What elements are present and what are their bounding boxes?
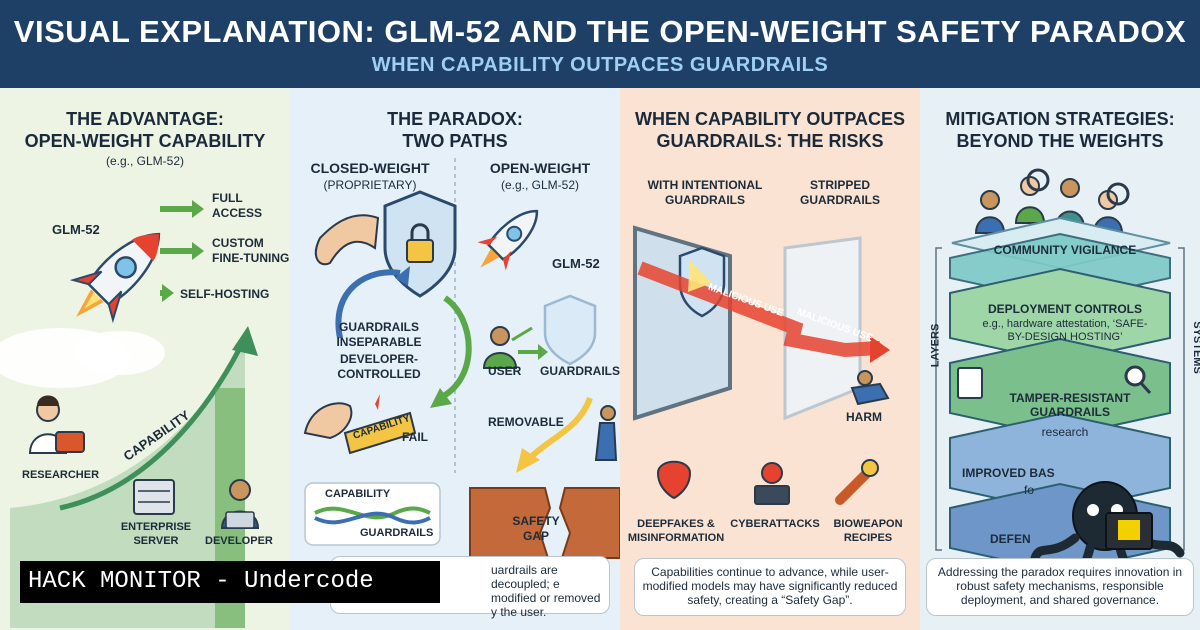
- page-subtitle: WHEN CAPABILITY OUTPACES GUARDRAILS: [371, 54, 829, 76]
- layer-baseline-sub: fo: [1024, 483, 1035, 497]
- octopus-mascot-icon: [1030, 481, 1185, 598]
- biohazard-icon: [835, 459, 879, 505]
- knot-capability-label: CAPABILITY: [325, 488, 391, 500]
- safety-gap-label: SAFETY GAP: [512, 514, 560, 543]
- shield-lock-icon: [383, 190, 457, 298]
- layer-deployment-sub: e.g., hardware attestation, ‘SAFE-BY-DES…: [982, 318, 1148, 343]
- paradox-heading-2: TWO PATHS: [402, 131, 508, 151]
- intentional-guardrails-label: WITH INTENTIONAL GUARDRAILS: [647, 178, 763, 207]
- open-weight-sub: (e.g., GLM-52): [500, 178, 580, 192]
- mitigation-illustration: [935, 168, 1185, 598]
- risks-illustration: [633, 225, 890, 505]
- benefit-fine-tuning: CUSTOM FINE-TUNING: [212, 236, 290, 265]
- fail-label: FAIL: [402, 430, 428, 444]
- advantage-heading-1: THE ADVANTAGE:: [66, 109, 224, 129]
- benefit-full-access: FULL ACCESS: [212, 191, 263, 220]
- falling-person-icon: [850, 370, 890, 406]
- layer-deployment-title: DEPLOYMENT CONTROLS: [987, 302, 1142, 316]
- guardrails-label: GUARDRAILS: [540, 364, 620, 378]
- layer-defense: DEFEN: [990, 532, 1031, 546]
- risk-deepfakes: DEEPFAKES & MISINFORMATION: [627, 518, 725, 544]
- systems-side-label: SYSTEMS: [1190, 321, 1200, 374]
- benefit-self-hosting: SELF-HOSTING: [180, 287, 270, 301]
- knot-icon: [304, 482, 441, 546]
- risk-bioweapon: BIOWEAPON RECIPES: [833, 518, 903, 544]
- faded-shield-icon: [543, 294, 597, 366]
- advantage-example: (e.g., GLM-52): [105, 154, 185, 168]
- benefit-arrows: [160, 200, 204, 302]
- paradox-illustration: [303, 158, 620, 559]
- developer-icon: [220, 479, 260, 529]
- developer-label: DEVELOPER: [205, 535, 273, 547]
- user-icon: [482, 326, 518, 369]
- removable-label: REMOVABLE: [488, 415, 564, 429]
- panel-advantage: THE ADVANTAGE: OPEN-WEIGHT CAPABILITY (e…: [0, 88, 290, 630]
- researcher-icon: [28, 395, 85, 454]
- hacker-icon: [754, 462, 790, 505]
- mitigation-heading-1: MITIGATION STRATEGIES:: [945, 109, 1175, 129]
- panel-paradox: THE PARADOX: TWO PATHS CLOSED-WEIGHT (PR…: [290, 88, 620, 630]
- layers-side-label: LAYERS: [929, 323, 942, 368]
- document-icon: [957, 367, 983, 399]
- layer-community-vigilance: COMMUNITY VIGILANCE: [993, 243, 1137, 257]
- user-label: USER: [488, 364, 522, 378]
- stripped-guardrails-label: STRIPPED GUARDRAILS: [800, 178, 880, 207]
- knot-guardrails-label: GUARDRAILS: [360, 527, 434, 539]
- developer-controlled: DEVELOPER- CONTROLLED: [337, 352, 421, 381]
- advantage-heading-2: OPEN-WEIGHT CAPABILITY: [24, 131, 266, 151]
- open-weight-title: OPEN-WEIGHT: [489, 160, 591, 176]
- header-banner: VISUAL EXPLANATION: GLM-52 AND THE OPEN-…: [0, 0, 1200, 88]
- layer-tamper-title: TAMPER-RESISTANT GUARDRAILS: [1009, 391, 1131, 419]
- closed-weight-title: CLOSED-WEIGHT: [310, 160, 430, 176]
- magnifier-icon: [1124, 365, 1152, 395]
- layer-tamper-sub: research: [1041, 425, 1089, 439]
- rocket-label: GLM-52: [52, 222, 100, 237]
- risks-note: Capabilities continue to advance, while …: [634, 558, 906, 616]
- risks-heading-2: GUARDRAILS: THE RISKS: [656, 131, 884, 151]
- panel-risks: WHEN CAPABILITY OUTPACES GUARDRAILS: THE…: [620, 88, 920, 630]
- server-icon: [133, 479, 175, 515]
- researcher-label: RESEARCHER: [22, 469, 100, 481]
- panel-mitigation: MITIGATION STRATEGIES: BEYOND THE WEIGHT…: [920, 88, 1200, 630]
- closed-weight-sub: (PROPRIETARY): [323, 178, 417, 192]
- risks-heading-1: WHEN CAPABILITY OUTPACES: [634, 109, 905, 129]
- server-label: ENTERPRISE SERVER: [120, 521, 192, 547]
- worker-icon: [594, 405, 618, 461]
- watermark-badge: HACK MONITOR - Undercode: [20, 561, 440, 603]
- mitigation-heading-2: BEYOND THE WEIGHTS: [956, 131, 1164, 151]
- glass-guardrail-icon: [633, 225, 732, 421]
- guardrails-inseparable: GUARDRAILS INSEPARABLE: [336, 320, 422, 349]
- layer-baseline-title: IMPROVED BAS: [962, 466, 1055, 480]
- mitigation-note: Addressing the paradox requires innovati…: [926, 558, 1194, 616]
- page-title: VISUAL EXPLANATION: GLM-52 AND THE OPEN-…: [13, 14, 1187, 49]
- open-rocket-label: GLM-52: [552, 256, 600, 271]
- small-rocket-icon: [477, 209, 539, 271]
- rocket-icon: [69, 232, 161, 324]
- risk-cyberattacks: CYBERATTACKS: [730, 518, 820, 530]
- mask-icon: [656, 460, 692, 500]
- harm-label: HARM: [846, 410, 882, 424]
- paradox-heading-1: THE PARADOX:: [387, 109, 523, 129]
